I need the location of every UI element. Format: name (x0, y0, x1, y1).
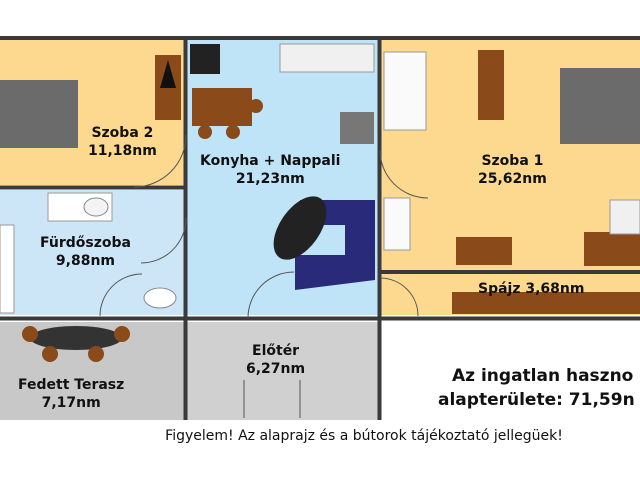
bed-szoba1 (560, 68, 640, 144)
walls (0, 36, 640, 420)
stove (190, 44, 220, 74)
sink (83, 197, 109, 217)
doors (99, 134, 429, 418)
room-eloter (187, 322, 378, 420)
chair-icon (160, 60, 176, 88)
label-konyha-nappali: Konyha + Nappali 21,23nm (200, 153, 341, 187)
desk-szoba1-bottom (456, 237, 512, 265)
label-eloter: Előtér 6,27nm (246, 343, 306, 377)
disclaimer-note: Figyelem! Az alaprajz és a bútorok tájék… (165, 428, 563, 444)
label-szoba1: Szoba 1 25,62nm (478, 153, 547, 187)
summary-line-2: alapterülete: 71,59n (438, 390, 635, 410)
label-spajz: Spájz 3,68nm (478, 281, 585, 297)
wardrobe-szoba1 (584, 232, 640, 266)
cabinet-szoba1 (383, 51, 427, 131)
label-fedett-terasz: Fedett Terasz 7,17nm (18, 377, 125, 411)
summary-line-1: Az ingatlan haszno (452, 366, 634, 386)
fridge (340, 112, 374, 144)
desk-szoba1 (478, 50, 504, 120)
coffee-table (273, 196, 327, 260)
bed-szoba2 (0, 80, 78, 148)
label-szoba2: Szoba 2 11,18nm (88, 125, 157, 159)
shelf-spajz (452, 292, 640, 314)
label-furdoszoba: Fürdőszoba 9,88nm (40, 235, 131, 269)
toilet (143, 287, 177, 309)
bathtub (0, 224, 15, 314)
shelf-szoba1 (609, 199, 640, 235)
cabinet-szoba1-lower (383, 197, 411, 251)
terrace-table (30, 326, 122, 350)
table-kitchen (192, 88, 252, 126)
counter (279, 43, 375, 73)
